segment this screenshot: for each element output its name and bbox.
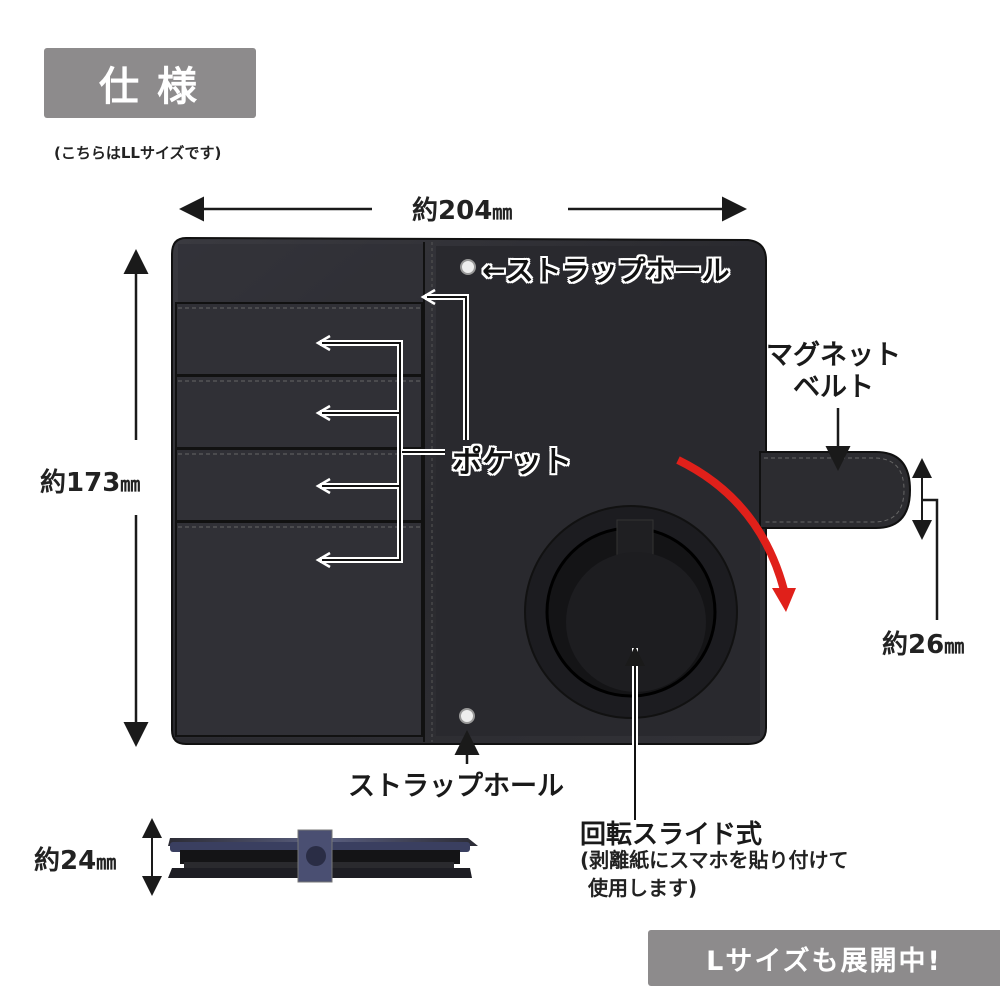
height-value: 173: [66, 468, 121, 498]
magnet-belt-line1: マグネット: [766, 340, 901, 371]
banner-label: Lサイズも展開中!: [706, 945, 942, 977]
unit-mm: ㎜: [96, 850, 117, 874]
magnet-belt-callout: マグネット ベルト: [766, 340, 901, 404]
approx-prefix: 約: [882, 630, 909, 660]
approx-prefix: 約: [34, 846, 61, 876]
l-size-banner: Lサイズも展開中!: [648, 930, 1000, 986]
magnet-belt: [759, 451, 912, 529]
unit-mm: ㎜: [944, 634, 965, 658]
pocket-callout-lines: [315, 288, 469, 569]
strap-hole-bottom: [459, 708, 475, 724]
thickness-value: 24: [60, 846, 97, 876]
rotating-slide-callout: 回転スライド式: [580, 820, 763, 850]
rotating-slide-note: (剥離紙にスマホを貼り付けて 使用します): [580, 846, 849, 902]
magnet-belt-line2: ベルト: [793, 372, 874, 403]
approx-prefix: 約: [412, 196, 439, 226]
unit-mm: ㎜: [492, 200, 513, 224]
height-dimension-label: 約173㎜: [40, 462, 140, 499]
unit-mm: ㎜: [120, 472, 141, 496]
card-pockets: [175, 302, 423, 737]
thickness-label: 約24㎜: [34, 840, 116, 877]
approx-prefix: 約: [40, 468, 67, 498]
pocket-callout: ポケット: [452, 445, 572, 480]
strap-hole-top: [460, 259, 476, 275]
case-side-view: [168, 829, 478, 883]
width-dimension-label: 約204㎜: [412, 190, 512, 227]
note-line2: 使用します): [588, 876, 698, 900]
strap-hole-top-callout: ←ストラップホール: [482, 254, 730, 287]
size-note: (こちらはLLサイズです): [54, 144, 222, 162]
rotation-arrow: [676, 456, 788, 592]
belt-width-label: 約26㎜: [882, 624, 964, 661]
rotating-slide-mount: [524, 505, 738, 719]
spec-title: 仕様: [99, 64, 215, 110]
case-open-view: [171, 236, 912, 745]
strap-hole-bottom-callout: ストラップホール: [348, 771, 564, 802]
belt-width-value: 26: [908, 630, 945, 660]
spec-title-badge: 仕様: [44, 48, 256, 118]
width-value: 204: [438, 196, 493, 226]
note-line1: (剥離紙にスマホを貼り付けて: [580, 848, 849, 872]
